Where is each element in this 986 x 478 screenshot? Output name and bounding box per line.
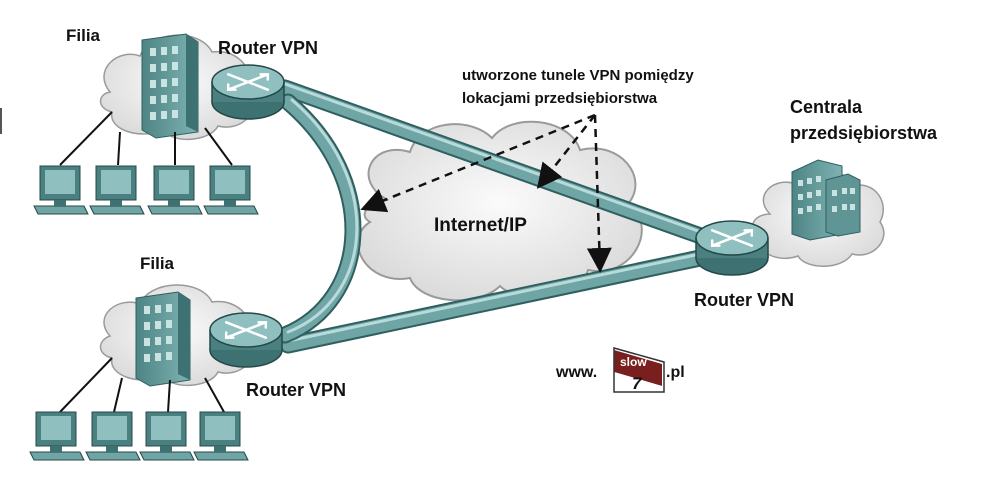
arrow-to-bottom-tunnel xyxy=(586,114,612,273)
headquarters-label-line1: Centrala xyxy=(790,97,863,117)
router-top-icon xyxy=(211,64,285,120)
tunnel-top-hq xyxy=(276,79,721,249)
logo-bottom-text: 7 xyxy=(632,374,643,393)
tunnel-bottom-hq xyxy=(279,249,709,354)
workstations-bottom xyxy=(29,411,249,461)
lan-bottom xyxy=(59,357,225,413)
vpn-tunnels xyxy=(276,79,721,354)
building-headquarters xyxy=(791,159,861,241)
tunnel-note-line2: lokacjami przedsiębiorstwa xyxy=(462,90,658,107)
router-headquarters-icon xyxy=(695,220,769,276)
tunnel-note-line1: utworzone tunele VPN pomiędzy xyxy=(462,67,694,84)
router-top-label: Router VPN xyxy=(218,38,319,58)
edge-mark xyxy=(0,108,2,134)
branch-bottom-label: Filia xyxy=(140,254,175,273)
branch-top-label: Filia xyxy=(66,26,101,45)
arrow-to-top-tunnel xyxy=(536,114,596,189)
watermark-suffix: .pl xyxy=(666,364,685,381)
watermark-logo: slow 7 xyxy=(613,347,665,393)
router-headquarters-label: Router VPN xyxy=(694,290,795,310)
building-bottom xyxy=(135,291,191,387)
internet-cloud xyxy=(357,120,643,302)
tunnel-pointer-arrows xyxy=(360,113,612,273)
building-top xyxy=(141,33,199,139)
workstations-top xyxy=(33,165,259,215)
internet-label: Internet/IP xyxy=(434,215,527,236)
router-bottom-label: Router VPN xyxy=(246,380,347,400)
headquarters-label-line2: przedsiębiorstwa xyxy=(790,123,938,143)
logo-top-text: slow xyxy=(620,355,647,369)
router-bottom-icon xyxy=(209,312,283,368)
tunnel-branch-branch xyxy=(276,93,362,344)
lan-top xyxy=(59,111,233,166)
watermark-prefix: www. xyxy=(556,364,598,381)
